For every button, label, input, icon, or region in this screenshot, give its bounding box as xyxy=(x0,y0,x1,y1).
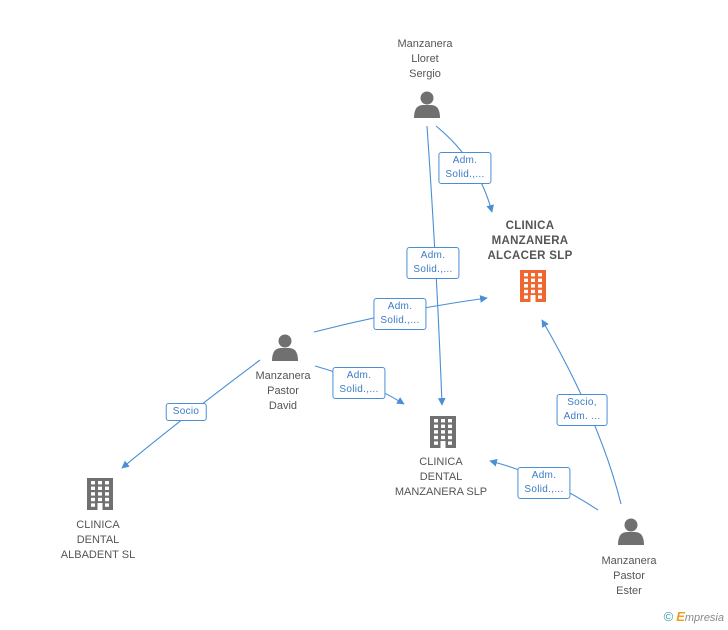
empresia-watermark[interactable]: ©Empresia xyxy=(664,609,724,624)
edge-label-david-alcacer[interactable]: Adm. Solid.,... xyxy=(373,298,427,330)
copyright-icon: © xyxy=(663,609,674,624)
person-icon[interactable] xyxy=(272,334,298,362)
building-icon[interactable] xyxy=(430,416,456,448)
edge-label-ester-alcacer[interactable]: Socio, Adm. ... xyxy=(556,394,608,426)
watermark-e: E xyxy=(676,609,685,624)
edge-label-lloret-alcacer[interactable]: Adm. Solid.,... xyxy=(438,152,492,184)
edge-label-david-albadent[interactable]: Socio xyxy=(165,403,207,421)
person-icon[interactable] xyxy=(618,518,644,546)
node-label-lloret[interactable]: Manzanera Lloret Sergio xyxy=(397,38,453,80)
node-label-david[interactable]: Manzanera Pastor David xyxy=(255,370,311,412)
edge-label-david-dental[interactable]: Adm. Solid.,... xyxy=(332,367,386,399)
edge-label-lloret-dental[interactable]: Adm. Solid.,... xyxy=(406,247,460,279)
node-label-dental[interactable]: CLINICA DENTAL MANZANERA SLP xyxy=(394,456,488,498)
node-label-alcacer[interactable]: CLINICA MANZANERA ALCACER SLP xyxy=(487,220,573,262)
person-icon[interactable] xyxy=(414,91,440,119)
building-icon[interactable] xyxy=(520,270,546,302)
building-icon[interactable] xyxy=(87,478,113,510)
watermark-rest: mpresia xyxy=(684,612,724,624)
node-label-ester[interactable]: Manzanera Pastor Ester xyxy=(601,555,657,597)
node-label-albadent[interactable]: CLINICA DENTAL ALBADENT SL xyxy=(60,519,136,561)
edge-label-ester-dental[interactable]: Adm. Solid.,... xyxy=(517,467,571,499)
